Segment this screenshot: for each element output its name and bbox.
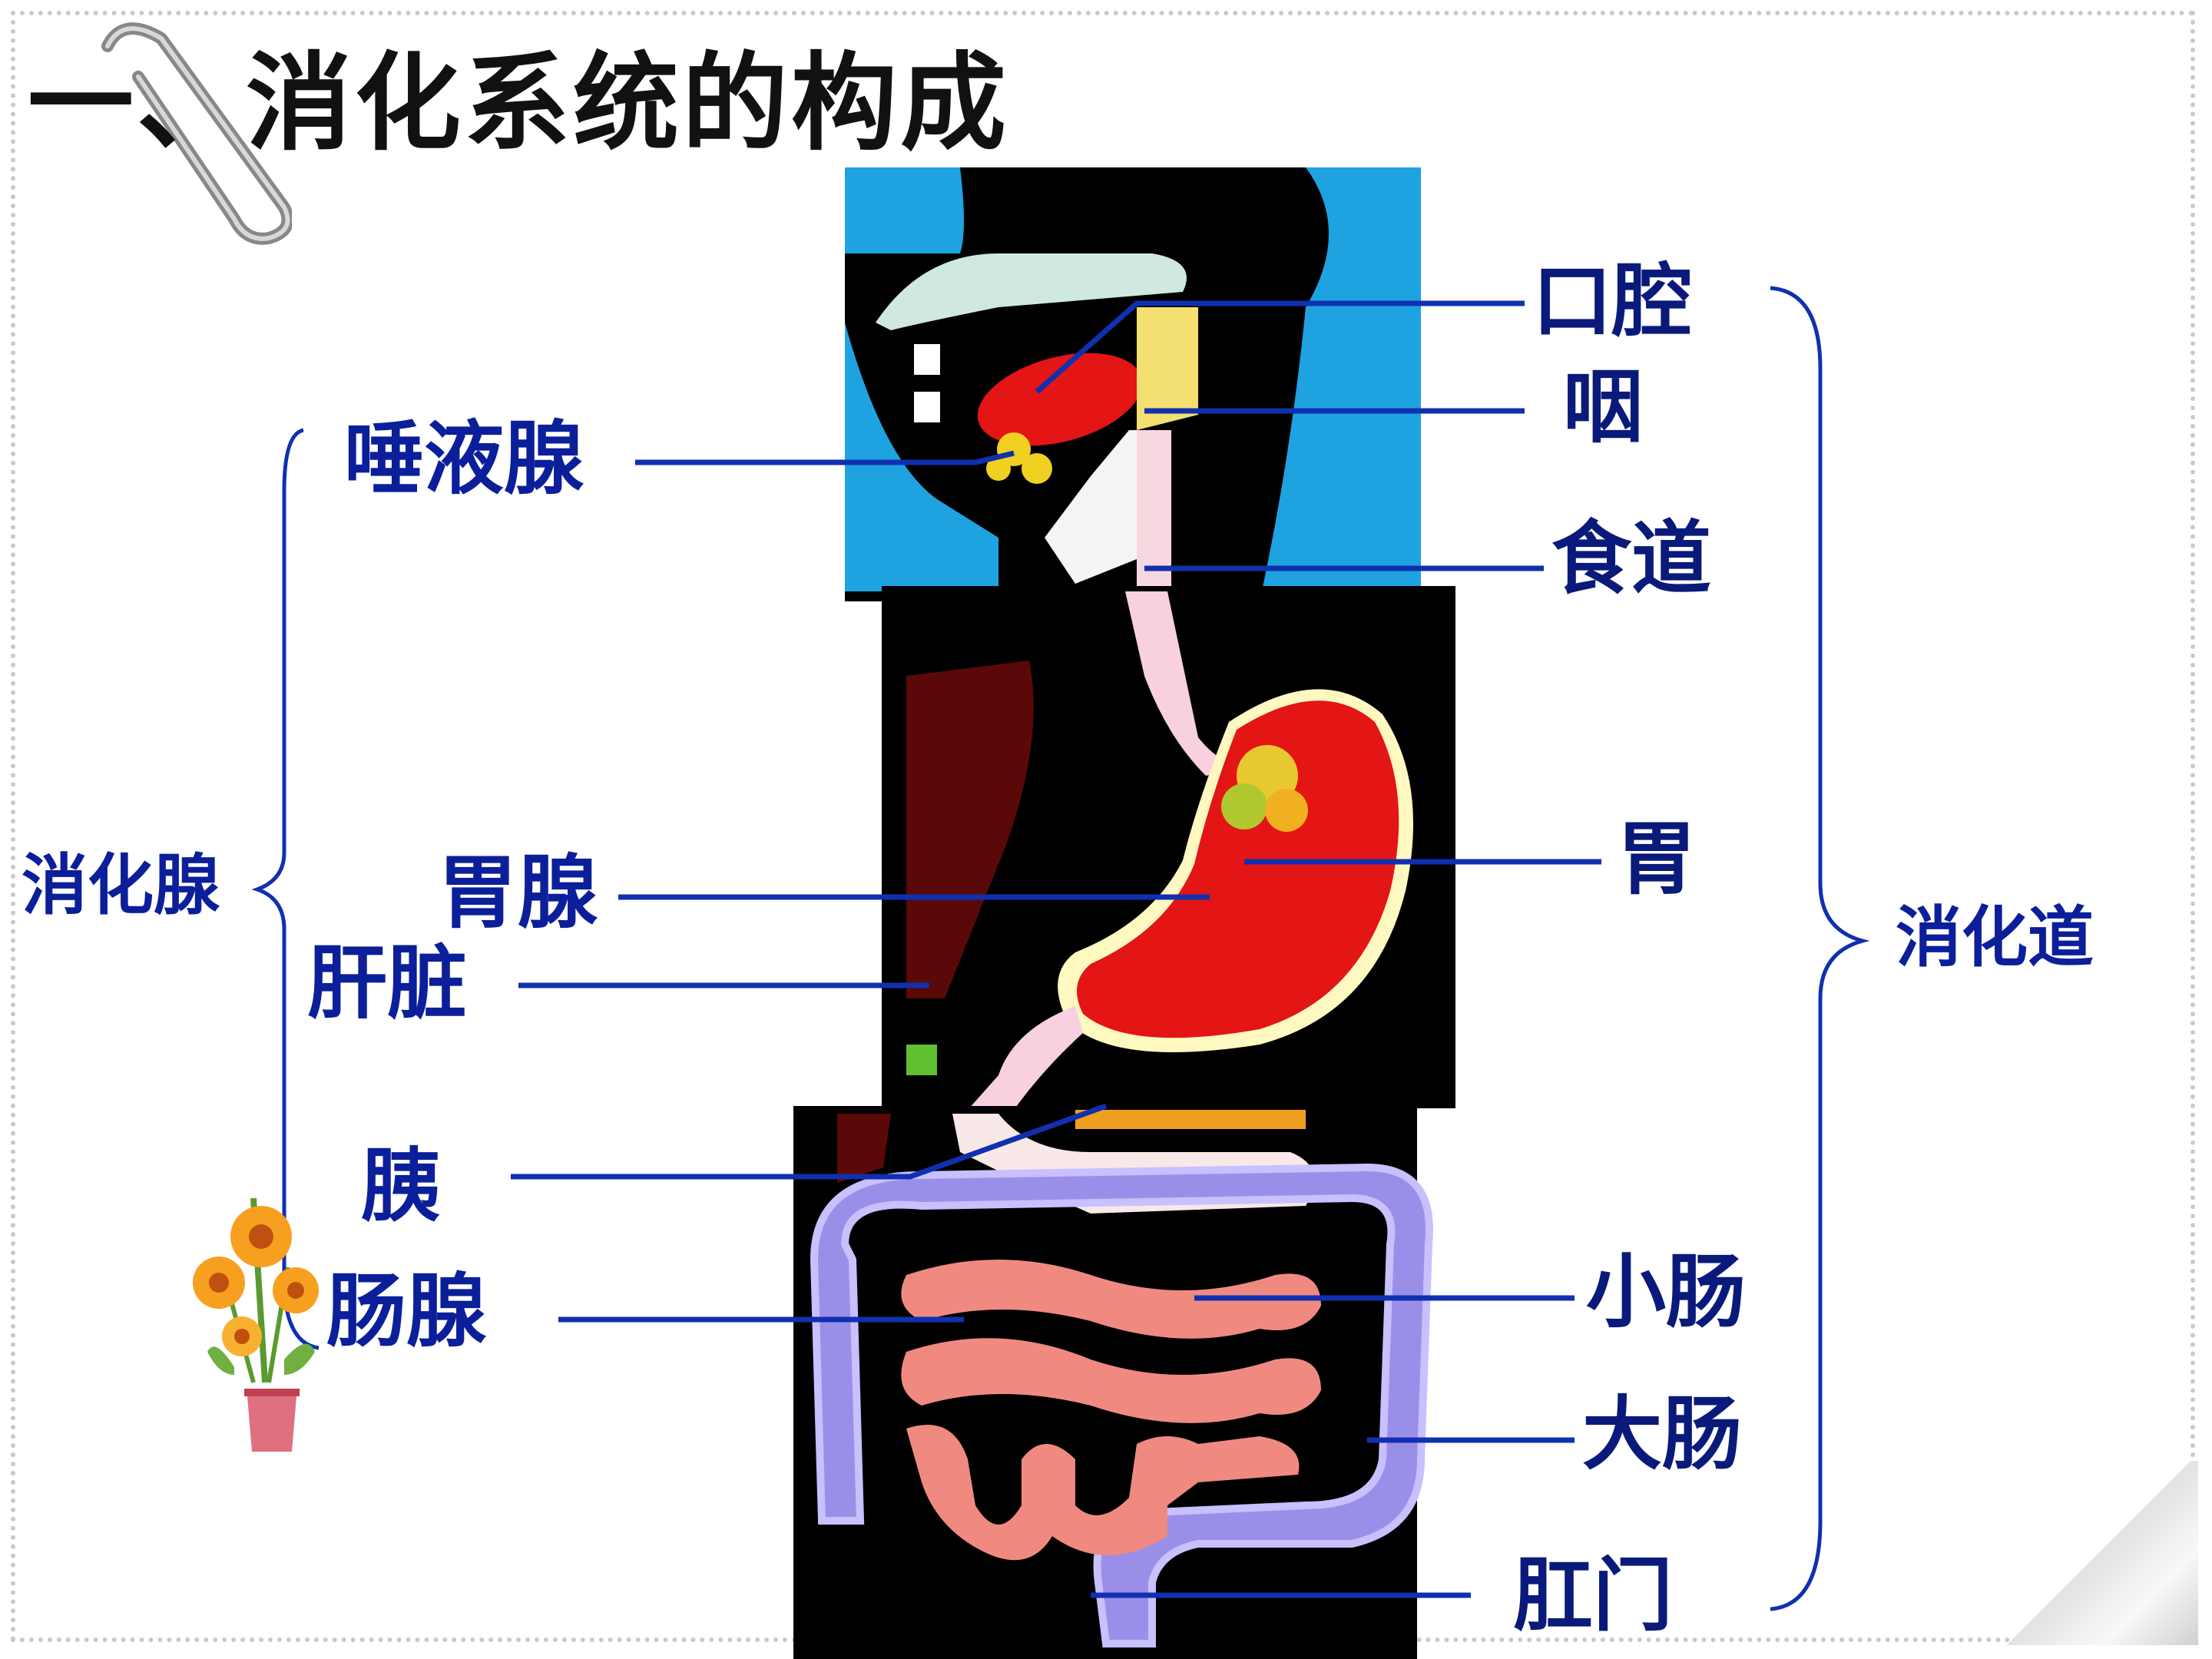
slide-title: 一、消化系统的构成 [28,41,1010,165]
gland-connector-lines [511,450,1210,1323]
head-panel [845,167,1421,607]
label-stomach: 胃 [1617,812,1697,906]
label-anus: 肛门 [1513,1548,1674,1642]
label-oral-cavity: 口腔 [1532,254,1693,348]
paperclip-icon [101,22,292,245]
label-pancreas: 胰 [361,1139,442,1233]
torso-panel [882,586,1455,1110]
label-liver: 肝脏 [307,936,468,1030]
label-intestinal-gland: 肠腺 [326,1264,487,1358]
abdomen-panel [793,1106,1433,1659]
tract-connector-lines [1035,300,1601,1598]
label-esophagus: 食道 [1551,512,1712,605]
page-curl-decoration [1998,1461,2198,1645]
left-brace [251,428,320,1350]
label-small-intestine: 小肠 [1586,1245,1747,1339]
right-brace [1770,286,1870,1611]
label-salivary-gland: 唾液腺 [344,412,584,505]
flower-pot-icon [193,1197,319,1452]
label-pharynx: 咽 [1563,360,1644,454]
label-gastric-gland: 胃腺 [438,846,598,939]
label-digestive-glands-group: 消化腺 [22,847,220,924]
label-digestive-tract-group: 消化道 [1896,899,2094,976]
label-large-intestine: 大肠 [1582,1387,1743,1481]
